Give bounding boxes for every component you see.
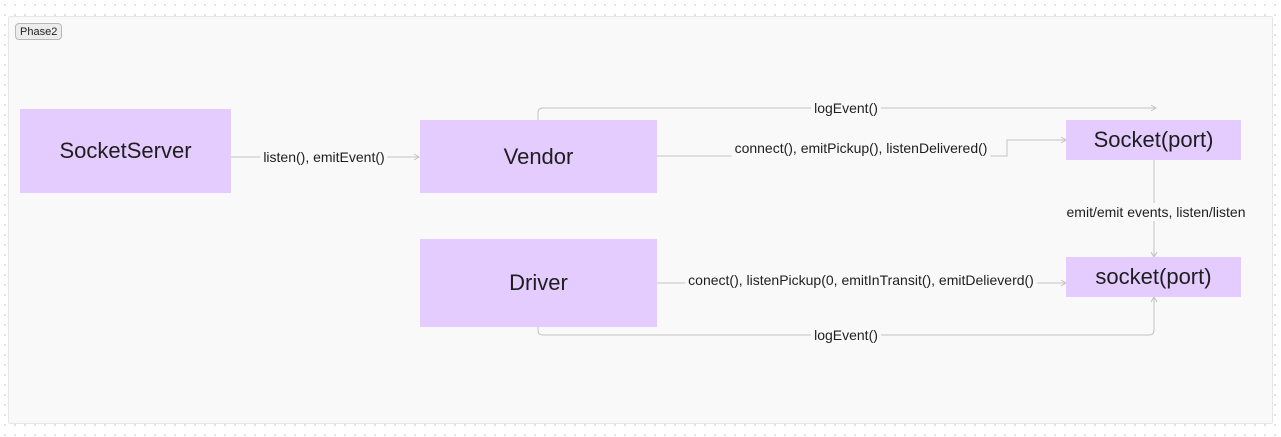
frame-label[interactable]: Phase2 [15, 23, 63, 40]
edge-label-socket-to-socket[interactable]: emit/emit events, listen/listen [1063, 203, 1249, 221]
node-label: SocketServer [59, 138, 192, 163]
node-label: Socket(port) [1093, 127, 1214, 152]
arrowhead-server-to-vendor [413, 153, 420, 161]
node-vendor[interactable]: Vendor [420, 120, 657, 193]
edge-label-driver-to-socket[interactable]: conect(), listenPickup(0, emitInTransit(… [685, 271, 1037, 289]
node-label: Driver [509, 270, 568, 295]
arrowhead-driver-log-event [1150, 296, 1158, 303]
node-socket-server[interactable]: SocketServer [20, 109, 231, 193]
edge-label-server-to-vendor[interactable]: listen(), emitEvent() [260, 148, 388, 166]
connector-vendor-log-event[interactable] [537, 107, 1156, 120]
edge-label-driver-log-event[interactable]: logEvent() [811, 326, 881, 344]
node-label: socket(port) [1095, 264, 1212, 289]
node-label: Vendor [503, 143, 574, 169]
frame-phase2[interactable] [8, 16, 1273, 424]
edge-label-vendor-to-socket[interactable]: connect(), emitPickup(), listenDelivered… [731, 139, 991, 157]
node-socket-port-lower[interactable]: socket(port) [1066, 257, 1241, 297]
arrowhead-vendor-log-event [1150, 104, 1157, 112]
node-driver[interactable]: Driver [420, 239, 657, 327]
edge-label-vendor-log-event[interactable]: logEvent() [811, 99, 881, 117]
node-socket-port-upper[interactable]: Socket(port) [1066, 120, 1241, 160]
